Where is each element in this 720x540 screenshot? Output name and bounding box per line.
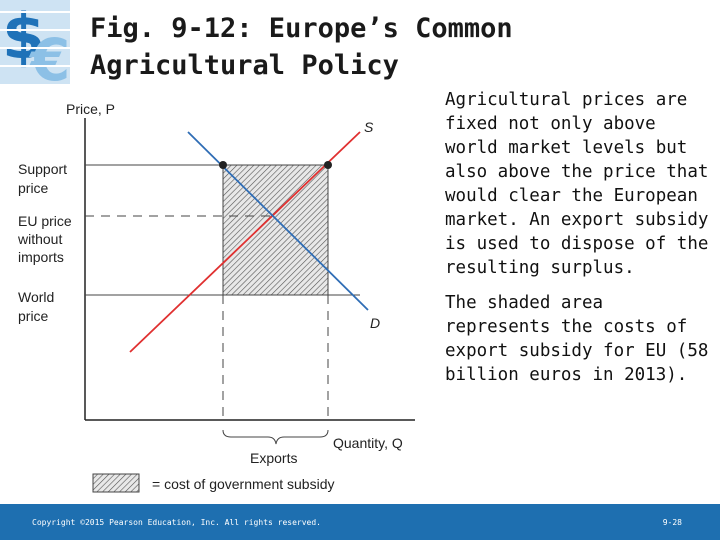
support-price-label-2: price <box>18 180 49 196</box>
slide-title: Fig. 9-12: Europe’s Common Agricultural … <box>90 10 690 84</box>
world-price-label-1: World <box>18 289 54 305</box>
support-price-label-1: Support <box>18 161 67 177</box>
subsidy-area <box>222 164 329 296</box>
eu-price-label: EU price without imports <box>17 213 76 265</box>
demand-curve <box>187 131 369 311</box>
eu-price-label-1: EU price <box>18 213 72 229</box>
exports-label: Exports <box>250 450 297 466</box>
footer-bar: Copyright ©2015 Pearson Education, Inc. … <box>0 504 720 540</box>
description-paragraph-2: The shaded area represents the costs of … <box>445 293 709 385</box>
supply-curve <box>129 131 361 353</box>
world-price-label-2: price <box>18 308 49 324</box>
legend-swatch <box>92 473 140 493</box>
support-price-label: Support price <box>18 161 71 196</box>
exports-brace <box>222 429 329 445</box>
description: Agricultural prices are fixed not only a… <box>445 88 717 398</box>
slide-title-line-1: Fig. 9-12: Europe’s Common <box>90 13 513 44</box>
logo: $ € <box>0 0 76 90</box>
demand-label: D <box>370 315 380 331</box>
demand-support-point <box>219 161 227 169</box>
supply-label: S <box>364 119 374 135</box>
y-axis-label: Price, P <box>66 101 115 117</box>
svg-text:€: € <box>28 26 70 90</box>
slide-title-line-2: Agricultural Policy <box>90 50 399 81</box>
legend-label: = cost of government subsidy <box>152 476 335 492</box>
x-axis-label: Quantity, Q <box>333 435 403 451</box>
world-price-label: World price <box>18 289 58 324</box>
supply-support-point <box>324 161 332 169</box>
copyright-text: Copyright ©2015 Pearson Education, Inc. … <box>32 518 321 527</box>
eu-price-label-3: imports <box>18 249 64 265</box>
eu-price-label-2: without <box>17 231 62 247</box>
description-paragraph-1: Agricultural prices are fixed not only a… <box>445 90 709 278</box>
cap-figure: Price, P Quantity, Q S D Support price E… <box>0 92 430 502</box>
page-number: 9-28 <box>662 518 682 527</box>
